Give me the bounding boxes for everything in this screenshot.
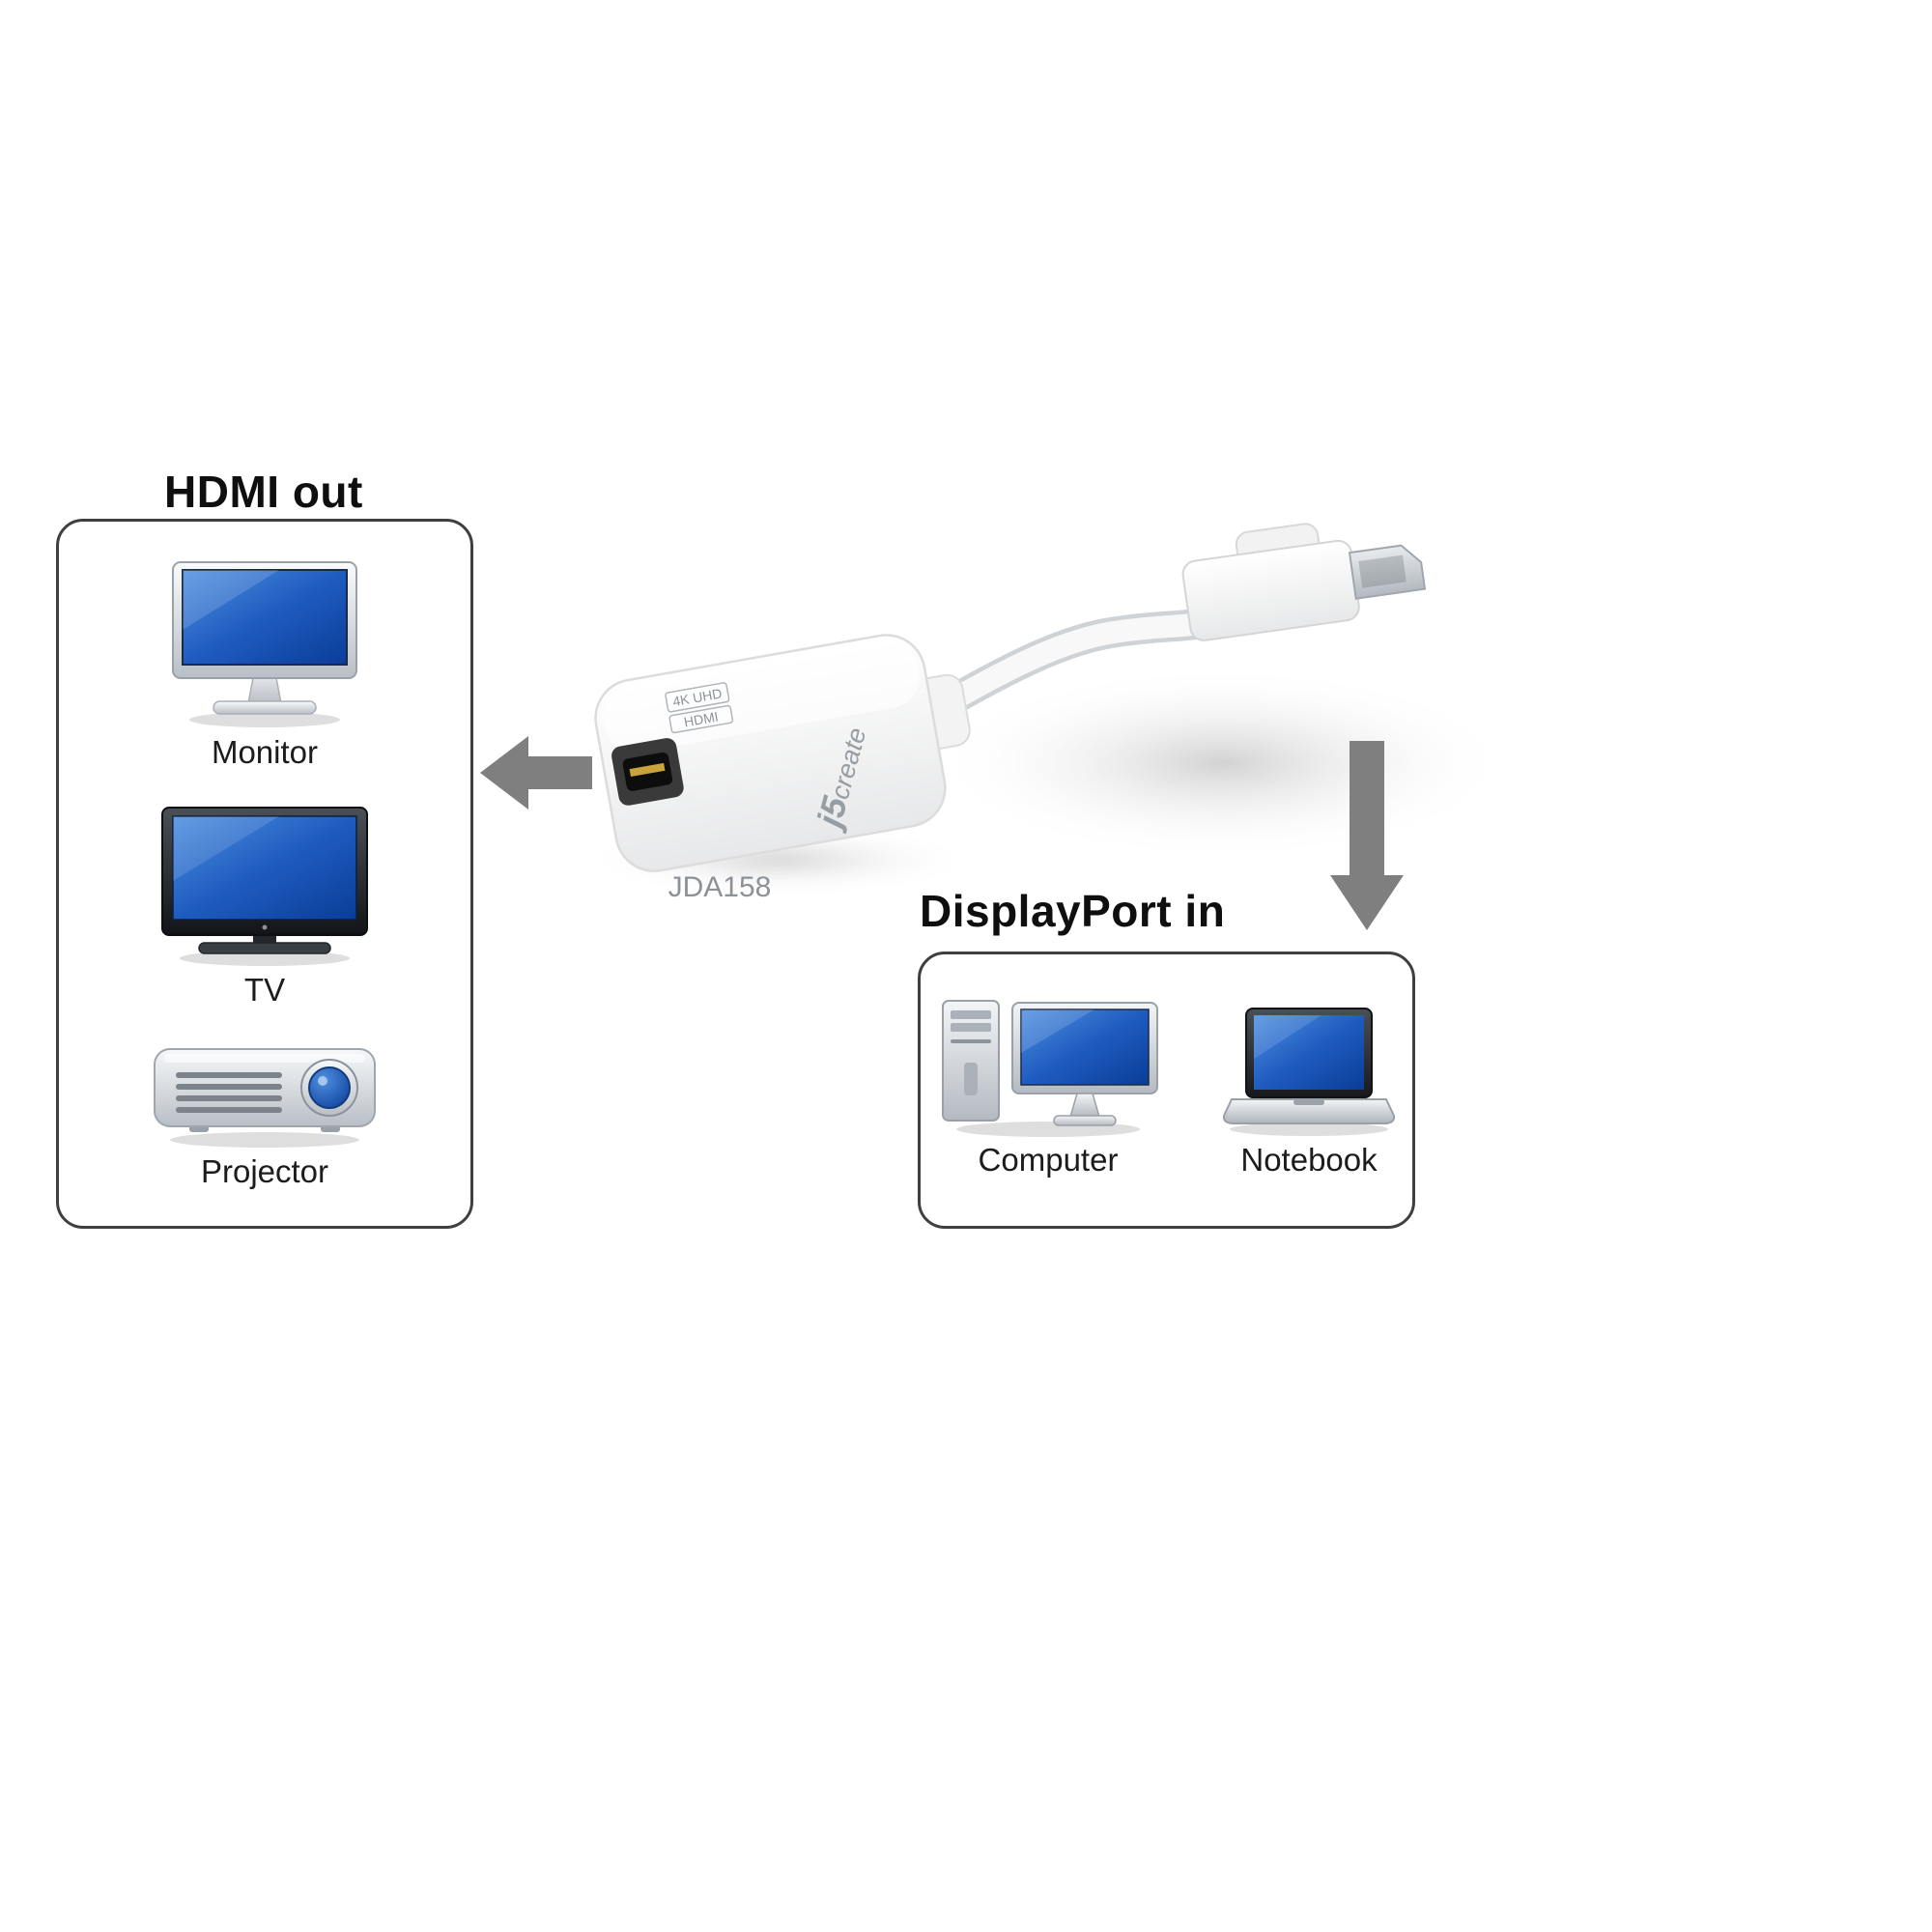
reflection-shadow <box>932 667 1512 860</box>
cable <box>902 607 1225 735</box>
badge-line2: HDMI <box>683 708 720 729</box>
projector-label: Projector <box>200 1153 329 1189</box>
hdmi-out-title: HDMI out <box>164 467 363 517</box>
notebook-icon <box>1222 1008 1395 1136</box>
displayport-connector <box>1181 523 1427 641</box>
device-computer: Computer <box>935 991 1162 1226</box>
monitor-icon <box>172 561 357 727</box>
device-monitor: Monitor <box>163 556 366 768</box>
device-notebook: Notebook <box>1220 991 1399 1226</box>
device-tv: TV <box>158 804 371 1006</box>
hdmi-port <box>611 738 684 806</box>
left-arrow-icon <box>480 736 592 810</box>
adapter-body: 4K UHD HDMI j5create <box>594 634 971 872</box>
model-label: JDA158 <box>668 871 772 903</box>
displayport-in-box: Computer <box>918 952 1415 1229</box>
projector-icon <box>154 1048 376 1148</box>
computer-label: Computer <box>978 1142 1119 1178</box>
hdmi-out-box: Monitor TV <box>56 519 473 1229</box>
down-arrow-icon <box>1330 741 1404 930</box>
device-projector: Projector <box>149 1041 381 1187</box>
notebook-icon-slot <box>1220 991 1399 1138</box>
notebook-label: Notebook <box>1240 1142 1378 1178</box>
tv-icon <box>161 807 368 966</box>
computer-icon-slot <box>935 991 1162 1138</box>
displayport-in-title: DisplayPort in <box>920 886 1226 936</box>
tv-label: TV <box>243 972 286 1008</box>
monitor-label: Monitor <box>211 734 319 770</box>
computer-icon <box>941 1000 1158 1137</box>
